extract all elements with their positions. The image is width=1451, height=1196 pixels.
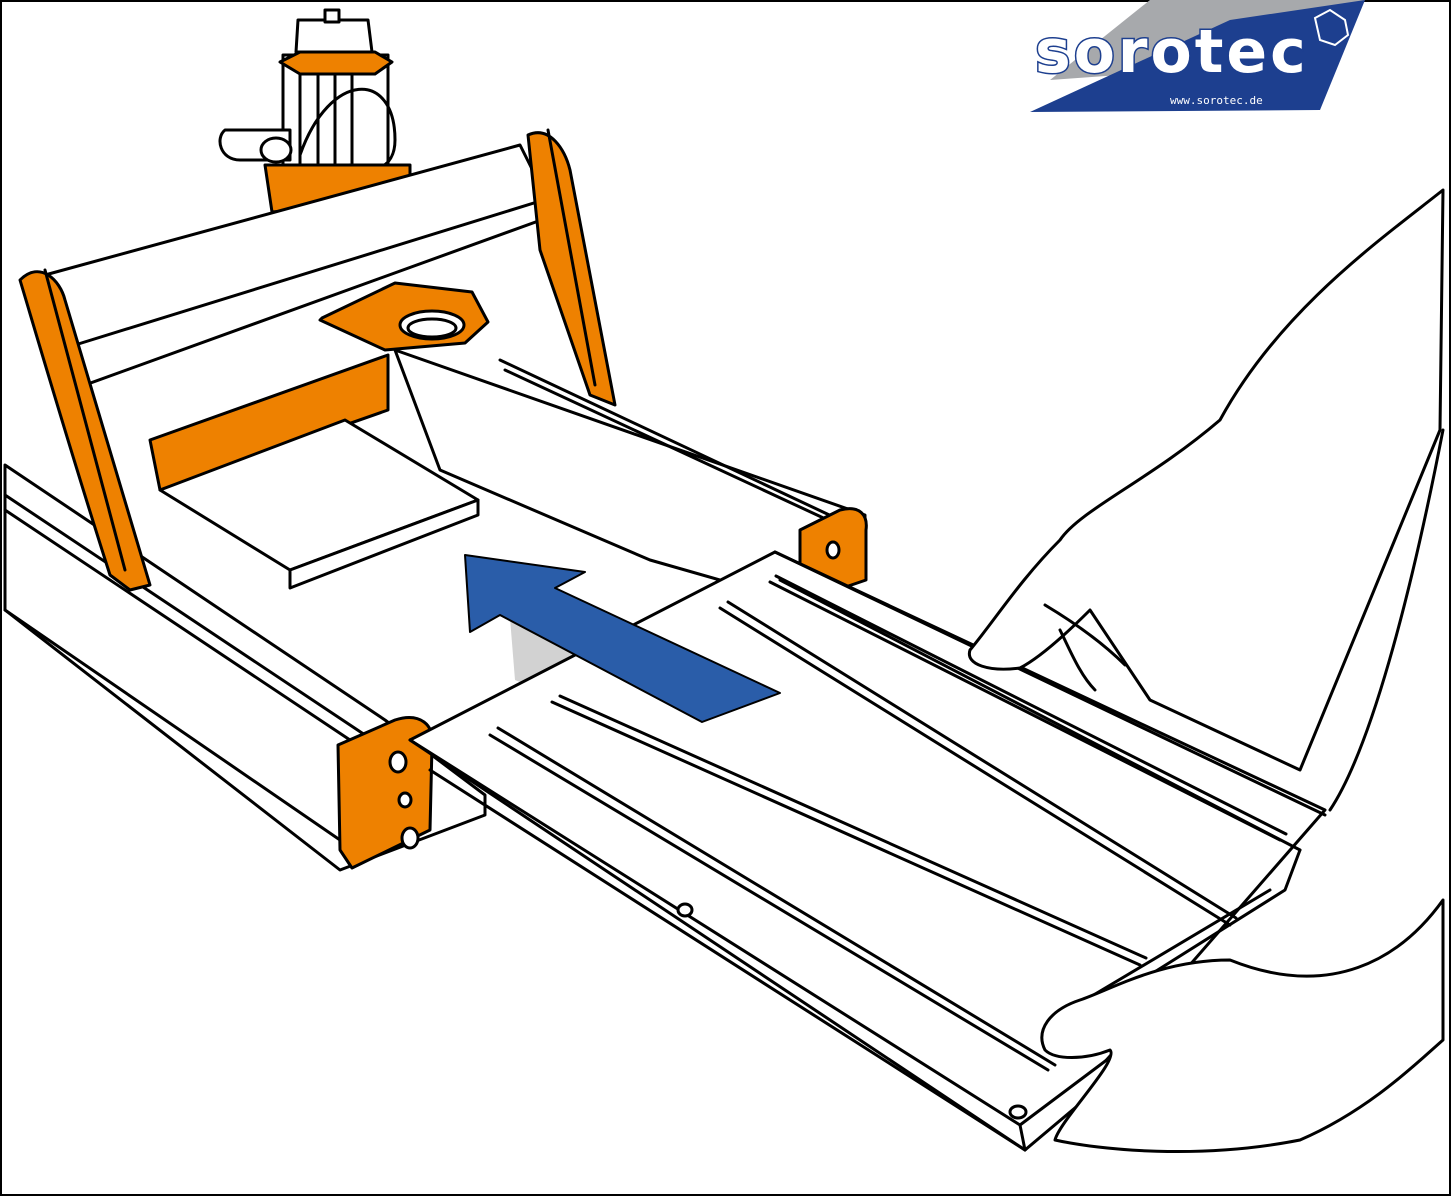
sorotec-logo: sorotec www.sorotec.de: [1030, 0, 1365, 112]
gear-icon: [1313, 8, 1350, 47]
logo-blue-band: [1030, 0, 1365, 112]
hand-upper: [967, 188, 1445, 772]
hand-lower: [1040, 428, 1445, 1154]
logo-url: www.sorotec.de: [1170, 94, 1263, 107]
arrow-up-left-icon: [464, 554, 781, 723]
gantry-side-right: [526, 131, 617, 407]
logo-wordmark: sorotec: [1035, 17, 1309, 87]
gantry-side-left: [18, 270, 152, 592]
spindle-clamp-hole: [398, 309, 466, 341]
spindle-motor: [218, 8, 412, 214]
